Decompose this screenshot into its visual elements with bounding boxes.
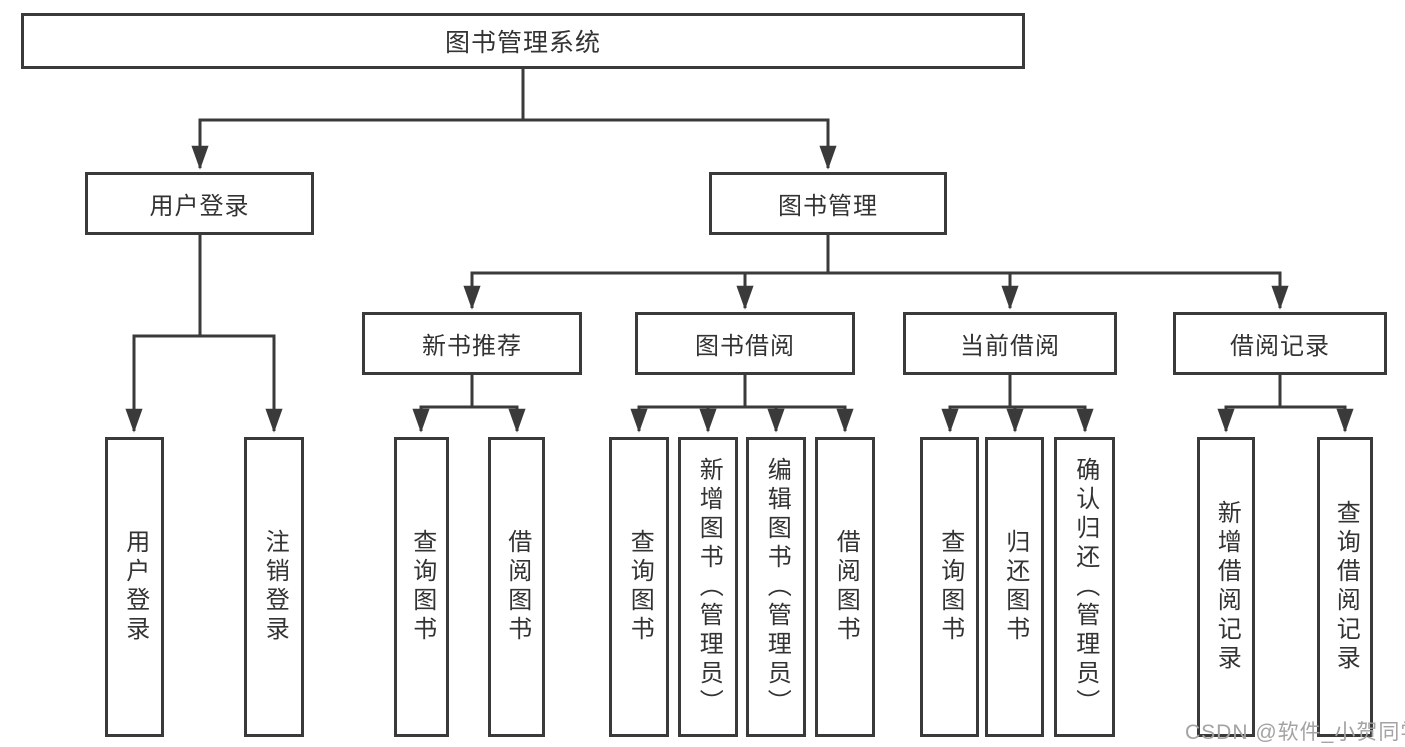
leaf-borrow-books-borrowing: 借阅图书 <box>815 437 875 737</box>
node-root-label: 图书管理系统 <box>444 29 601 57</box>
leaf-return-books-label: 归还图书 <box>1001 529 1029 645</box>
node-book-management: 图书管理 <box>709 172 947 235</box>
node-book-borrowing-label: 图书借阅 <box>695 333 795 360</box>
leaf-edit-books-admin: 编辑图书（管理员） <box>746 437 806 737</box>
node-borrowing-records: 借阅记录 <box>1173 312 1387 375</box>
leaf-borrow-books-recommend-label: 借阅图书 <box>503 529 531 645</box>
leaf-query-books-borrowing-label: 查询图书 <box>626 529 654 645</box>
leaf-logout: 注销登录 <box>244 437 304 737</box>
node-root: 图书管理系统 <box>21 13 1025 69</box>
node-new-book-recommend-label: 新书推荐 <box>422 333 522 360</box>
leaf-borrow-books-borrowing-label: 借阅图书 <box>832 529 860 645</box>
connector-segments <box>132 69 1347 409</box>
leaf-query-borrow-record-label: 查询借阅记录 <box>1332 500 1360 674</box>
leaf-query-borrow-record: 查询借阅记录 <box>1317 437 1373 737</box>
leaf-user-login: 用户登录 <box>105 437 164 737</box>
csdn-watermark: CSDN @软件_小贺同学 <box>1185 721 1405 744</box>
leaf-add-borrow-record: 新增借阅记录 <box>1197 437 1255 737</box>
leaf-query-books-current-label: 查询图书 <box>936 529 964 645</box>
node-book-management-label: 图书管理 <box>778 193 878 220</box>
leaf-query-books-current: 查询图书 <box>920 437 979 737</box>
leaf-add-borrow-record-label: 新增借阅记录 <box>1213 500 1241 674</box>
leaf-return-books: 归还图书 <box>985 437 1044 737</box>
node-user-login: 用户登录 <box>85 172 314 235</box>
leaf-query-books-recommend: 查询图书 <box>394 437 449 737</box>
leaf-edit-books-admin-label: 编辑图书（管理员） <box>763 456 791 718</box>
node-current-borrowing: 当前借阅 <box>903 312 1117 375</box>
node-borrowing-records-label: 借阅记录 <box>1230 333 1330 360</box>
leaf-query-books-recommend-label: 查询图书 <box>408 529 436 645</box>
node-user-login-label: 用户登录 <box>149 193 250 220</box>
leaf-confirm-return-admin-label: 确认归还（管理员） <box>1071 456 1099 718</box>
leaf-user-login-label: 用户登录 <box>121 529 149 645</box>
leaf-query-books-borrowing: 查询图书 <box>609 437 669 737</box>
leaf-logout-label: 注销登录 <box>261 529 289 645</box>
leaf-confirm-return-admin: 确认归还（管理员） <box>1054 437 1115 737</box>
node-current-borrowing-label: 当前借阅 <box>960 333 1060 360</box>
node-book-borrowing: 图书借阅 <box>635 312 855 375</box>
leaf-add-books-admin-label: 新增图书（管理员） <box>695 456 723 718</box>
leaf-add-books-admin: 新增图书（管理员） <box>678 437 738 737</box>
node-new-book-recommend: 新书推荐 <box>362 312 582 375</box>
leaf-borrow-books-recommend: 借阅图书 <box>488 437 545 737</box>
connector-arrows <box>125 120 1354 433</box>
